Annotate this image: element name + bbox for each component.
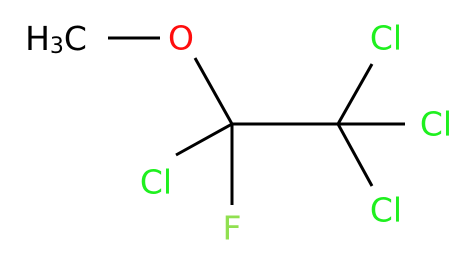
methyl-label: H3C bbox=[25, 19, 87, 59]
bond-c2-cl-bottom bbox=[336, 123, 374, 187]
chlorine-atom-bottom: Cl bbox=[370, 191, 402, 230]
methyl-h: H bbox=[25, 19, 50, 58]
methyl-subscript: 3 bbox=[50, 34, 64, 59]
fluorine-atom: F bbox=[223, 209, 242, 248]
chlorine-atom-top: Cl bbox=[370, 19, 402, 58]
chlorine-atom-right: Cl bbox=[420, 105, 452, 144]
oxygen-atom: O bbox=[168, 19, 194, 58]
bond-c1-cl-left bbox=[175, 122, 233, 157]
bond-c2-cl-top bbox=[336, 63, 374, 125]
bond-oxygen-c1 bbox=[193, 57, 234, 125]
chlorine-atom-left: Cl bbox=[140, 163, 172, 202]
methyl-c: C bbox=[64, 19, 87, 58]
